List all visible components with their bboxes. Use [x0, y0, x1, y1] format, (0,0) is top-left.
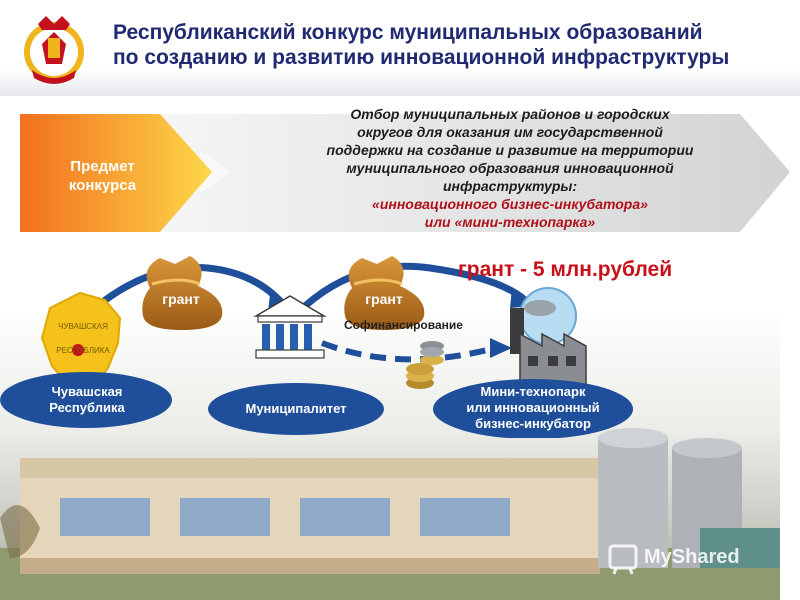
- municipality-label: Муниципалитет: [245, 401, 347, 416]
- silo-top: [598, 428, 668, 448]
- target-label-line1: Мини-технопарк: [480, 384, 586, 399]
- header-band: [0, 70, 800, 96]
- page-title-line2: по созданию и развитию инновационной инф…: [113, 46, 730, 69]
- target-oval: [433, 379, 633, 438]
- factory-illustration: [0, 428, 780, 600]
- building-base: [20, 558, 600, 574]
- topic-label: Предмет конкурса: [40, 157, 165, 195]
- republic-oval: [0, 372, 172, 428]
- topic-chevron-shadow-2: [200, 150, 230, 194]
- topic-banner: [20, 114, 790, 232]
- funding-flow-diagram: [0, 256, 633, 438]
- money-sack-icon: [142, 256, 223, 330]
- republic-map-icon: [40, 291, 122, 390]
- sack-label-grant: грант: [162, 291, 200, 307]
- page-title: Республиканский конкурс муниципальных об…: [113, 20, 793, 70]
- watermark-logo-icon: [608, 544, 638, 575]
- republic-label: Чувашская Республика: [18, 384, 156, 416]
- building-window: [180, 498, 270, 536]
- map-label-line2: РЕСПУБЛИКА: [56, 346, 110, 355]
- topic-highlight-line: или «мини-технопарка»: [424, 214, 596, 230]
- tree: [0, 505, 40, 558]
- factory-icon: [510, 287, 587, 387]
- topic-text-line: округов для оказания им государственной: [357, 124, 663, 140]
- coins-icon: [406, 341, 444, 389]
- money-sack-icon: [344, 256, 425, 330]
- silo-top: [672, 438, 742, 458]
- topic-label-line2: конкурса: [68, 177, 137, 194]
- header: Республиканский конкурс муниципальных об…: [0, 0, 800, 96]
- target-label-line2: или инновационный: [466, 400, 600, 415]
- background-scene: [0, 318, 780, 600]
- topic-text-line: инфраструктуры:: [442, 178, 578, 194]
- topic-text-line: Отбор муниципальных районов и городских: [350, 106, 670, 122]
- shed: [700, 528, 780, 568]
- grant-arrow-2: [302, 262, 528, 309]
- map-label: ЧУВАШСКАЯ РЕСПУБЛИКА: [48, 322, 118, 356]
- grant-arrow-1: [92, 264, 285, 311]
- topic-body-arrow: [150, 114, 790, 232]
- building-window: [60, 498, 150, 536]
- cofinancing-label: Софинансирование: [344, 318, 463, 332]
- sack-label-grant: грант: [365, 291, 403, 307]
- page-title-line1: Республиканский конкурс муниципальных об…: [113, 21, 703, 44]
- building-window: [300, 498, 390, 536]
- map-label-line1: ЧУВАШСКАЯ: [58, 322, 108, 331]
- target-label: Мини-технопарк или инновационный бизнес-…: [440, 384, 626, 432]
- topic-description: Отбор муниципальных районов и городских …: [275, 105, 745, 231]
- cofinancing-arrow: [320, 340, 496, 363]
- cofinancing-arrow-head: [490, 338, 512, 358]
- target-label-line3: бизнес-инкубатор: [475, 416, 591, 431]
- topic-label-line1: Предмет: [70, 158, 135, 175]
- building-window: [420, 498, 510, 536]
- republic-label-line2: Республика: [49, 400, 125, 415]
- topic-text-line: поддержки на создание и развитие на терр…: [326, 142, 694, 158]
- republic-emblem-icon: [72, 344, 84, 356]
- municipality-oval: [208, 383, 384, 435]
- topic-label-arrow: [20, 114, 212, 232]
- topic-text-line: муниципального образования инновационной: [346, 160, 674, 176]
- coat-of-arms-icon: [24, 16, 84, 84]
- watermark-text: MyShared: [644, 546, 740, 568]
- municipality-building-icon: [253, 295, 327, 359]
- grant-amount: грант - 5 млн.рублей: [458, 258, 673, 281]
- republic-label-line1: Чувашская: [51, 384, 123, 399]
- topic-highlight-line: «инновационного бизнес-инкубатора»: [372, 196, 648, 212]
